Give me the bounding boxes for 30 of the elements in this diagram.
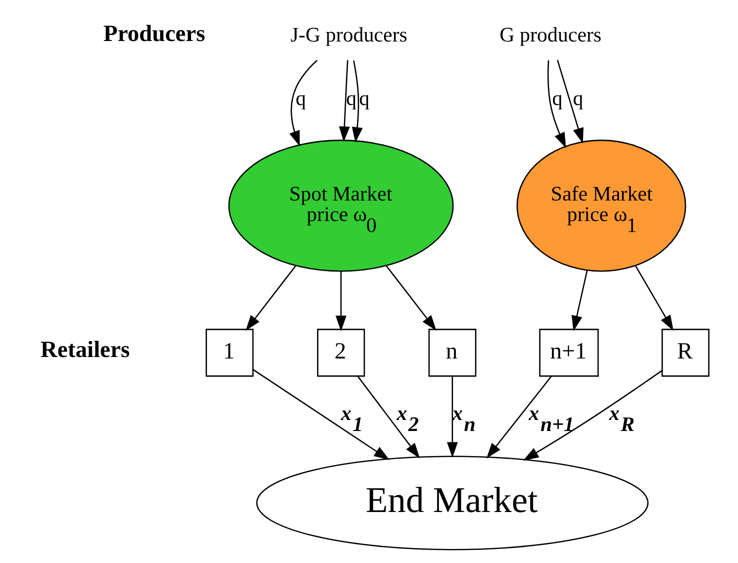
arrow (335, 271, 346, 332)
node-box: 1 (205, 328, 254, 377)
arrow (634, 265, 673, 331)
arrow (571, 270, 588, 332)
node-box: 2 (316, 328, 364, 377)
arrow (351, 60, 362, 143)
arrow (288, 60, 317, 146)
arrow (546, 60, 566, 148)
arrow (338, 60, 350, 142)
node-text: J-G producers (290, 24, 407, 47)
edge-label: q (358, 88, 369, 110)
arrow (356, 376, 420, 459)
arrow (522, 370, 662, 461)
edge-label: q (552, 88, 562, 110)
node-box: R (661, 328, 709, 377)
edge-label: q (295, 88, 306, 110)
arrow (245, 265, 296, 331)
arrow (446, 376, 458, 458)
node-box: n+1 (538, 328, 598, 377)
arrow (252, 369, 390, 460)
node-ellipse: End Market (256, 456, 648, 550)
edge-label: q (346, 88, 356, 110)
edge-label: q (572, 88, 583, 110)
node-box: n (428, 328, 476, 377)
node-text: G producers (499, 24, 602, 47)
label: Retailers (40, 337, 130, 364)
label: Producers (102, 21, 205, 48)
arrow (556, 60, 584, 144)
arrow (486, 376, 552, 459)
arrow (385, 265, 436, 331)
